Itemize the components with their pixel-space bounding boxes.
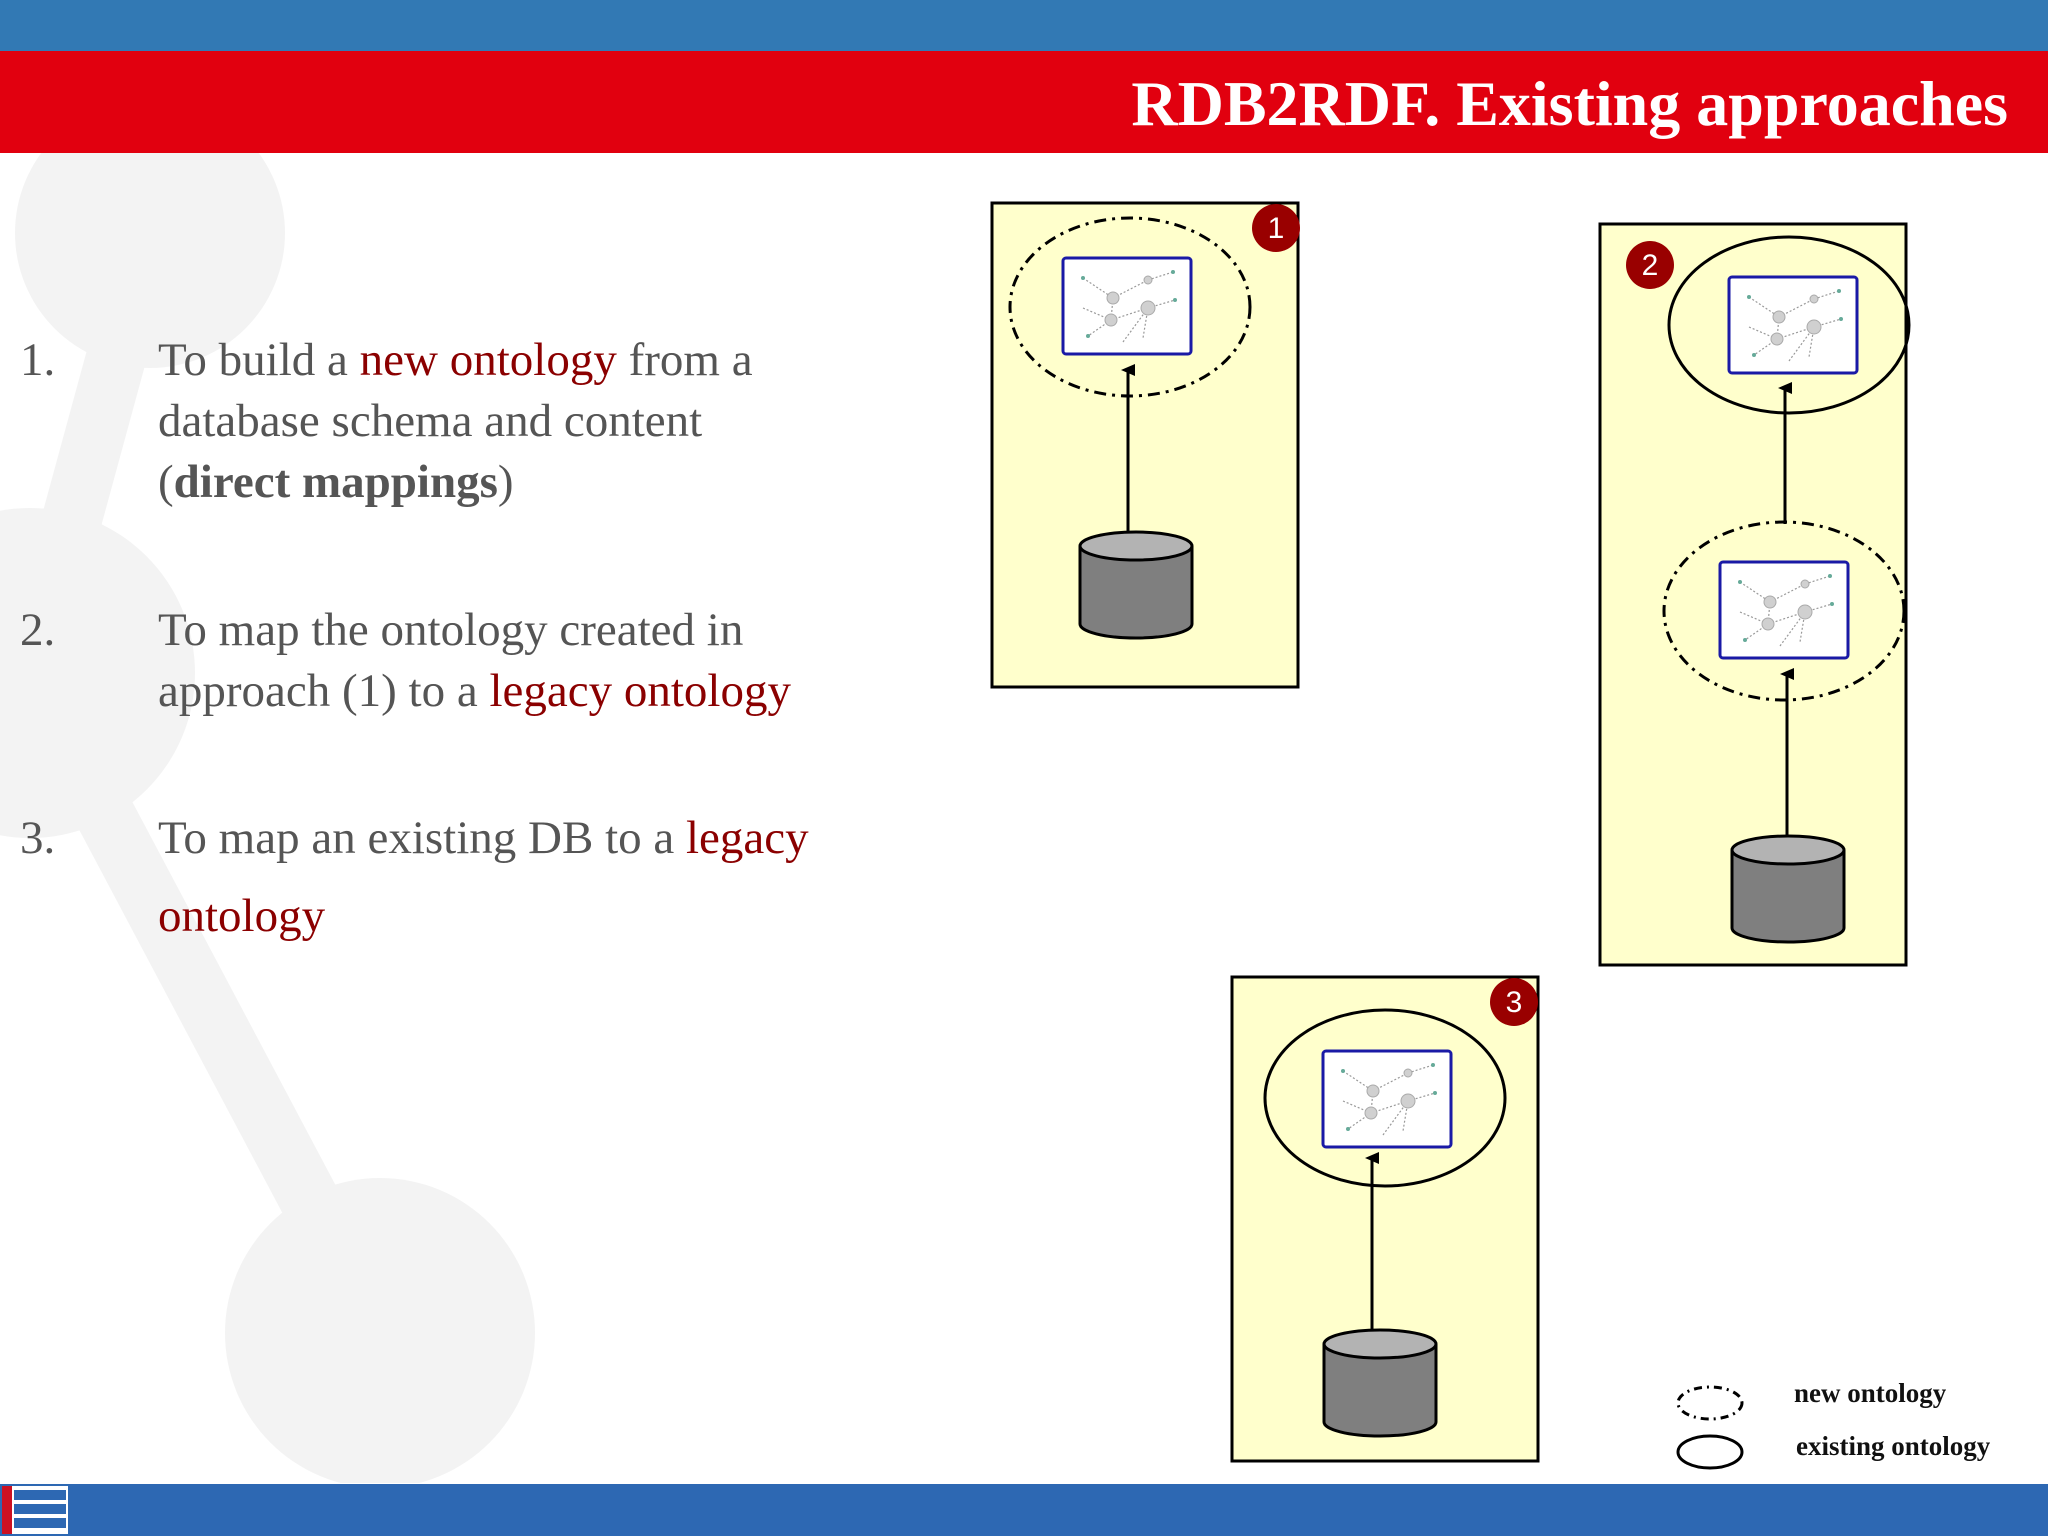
text-span: ( [158, 456, 174, 508]
list-number: 1. [20, 334, 56, 386]
badge-2 [1626, 241, 1674, 289]
list-line: To map an existing DB to a legacy [158, 808, 809, 869]
legend-new-ontology-label: new ontology [1794, 1378, 1947, 1408]
badge-1 [1252, 204, 1300, 252]
slide-title: RDB2RDF. Existing approaches [1131, 68, 2008, 139]
list-line: ontology [158, 890, 326, 942]
list-number: 2. [20, 604, 56, 656]
list-item-3: 3. To map an existing DB to a legacy ont… [0, 808, 900, 958]
group-logo-icon [2, 1486, 66, 1534]
list-item-1: 1. To build a new ontology from a databa… [0, 330, 900, 520]
list-line: To build a new ontology from a [158, 330, 753, 391]
text-span: To build a [158, 334, 360, 386]
list-line: approach (1) to a legacy ontology [158, 661, 791, 722]
text-span: ) [497, 456, 514, 508]
badge-1-label: 1 [1268, 212, 1285, 245]
top-bar [0, 0, 2048, 51]
legend-existing-ontology-label: existing ontology [1796, 1431, 1991, 1461]
text-span: from a [616, 334, 753, 386]
group-logo [2, 1486, 68, 1534]
title-bar [0, 51, 2048, 153]
new-ontology-ellipse [1008, 216, 1252, 398]
list-line: To map the ontology created in [158, 604, 744, 656]
panel-approach-3 [1230, 975, 1540, 1463]
highlight-legacy: legacy [686, 812, 809, 864]
badge-3 [1490, 978, 1538, 1026]
panel-approach-1 [990, 201, 1300, 689]
background-molecule-decoration [0, 153, 535, 1483]
list-line: database schema and content [158, 395, 703, 447]
legend-existing-ontology-symbol [1676, 1434, 1744, 1470]
badge-2-label: 2 [1642, 249, 1659, 282]
highlight-new-ontology: new ontology [359, 334, 617, 386]
existing-ontology-ellipse [1667, 235, 1911, 415]
list-line: (direct mappings) [158, 452, 514, 513]
panel-approach-2 [1598, 222, 1911, 967]
bold-direct-mappings: direct mappings [173, 456, 498, 508]
highlight-legacy-ontology: legacy ontology [489, 665, 791, 717]
existing-ontology-ellipse [1263, 1008, 1507, 1188]
bottom-bar [0, 1484, 2048, 1536]
badge-3-label: 3 [1506, 986, 1523, 1019]
text-span: approach (1) to a [158, 665, 490, 717]
list-number: 3. [20, 812, 56, 864]
legend-new-ontology-symbol [1676, 1385, 1744, 1421]
list-item-2: 2. To map the ontology created in approa… [0, 600, 900, 730]
text-span: To map an existing DB to a [158, 812, 686, 864]
